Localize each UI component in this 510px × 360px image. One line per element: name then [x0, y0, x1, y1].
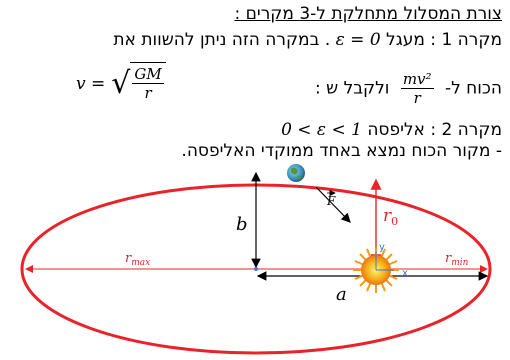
force-text-b: ולקבל ש : — [314, 78, 390, 99]
force-vector — [315, 186, 351, 223]
case1-condition: ε = 0 — [335, 30, 381, 50]
force-text-a: הכוח ל- — [444, 78, 502, 99]
sqrt-numerator: GM — [132, 65, 164, 84]
sqrt-fraction: GM r — [132, 65, 164, 102]
case1-prefix: מקרה 1 : מעגל — [386, 30, 502, 50]
mv2-denominator: r — [413, 89, 421, 107]
sqrt-sign-icon: √ — [111, 66, 131, 101]
center-dot — [254, 267, 258, 271]
label-rmax: rmax — [125, 251, 150, 268]
label-r0: r0 — [383, 206, 398, 228]
focus-axes — [375, 252, 394, 271]
case1-line: מקרה 1 : מעגל ε = 0 . במקרה הזה ניתן להש… — [113, 30, 502, 50]
mv2-numerator: mv² — [400, 70, 434, 89]
label-rmin: rmin — [445, 251, 469, 268]
mv2-fraction: mv² r — [400, 70, 434, 107]
label-a: a — [336, 284, 347, 305]
sqrt-body: GM r — [130, 62, 166, 106]
label-b: b — [236, 214, 248, 235]
label-y-axis: y — [379, 242, 385, 253]
sqrt-denominator: r — [144, 84, 152, 102]
label-x-axis: x — [402, 268, 408, 279]
sqrt-expression: √ GM r — [111, 62, 166, 106]
case2-text: מקרה 2 : אליפסה — [367, 120, 502, 140]
case1-suffix: . במקרה הזה ניתן להשוות את — [113, 30, 331, 50]
case2-line: מקרה 2 : אליפסה 0 < ε < 1 — [281, 120, 502, 140]
label-F: F — [326, 194, 336, 208]
focus-note: - מקור הכוח נמצא באחד ממוקדי האליפסה. — [181, 141, 502, 161]
page-title: צורת המסלול מתחלקת ל-3 מקרים : — [234, 4, 502, 24]
force-line: הכוח ל- mv² r ולקבל ש : — [315, 70, 502, 107]
velocity-lhs: v = — [76, 74, 106, 94]
velocity-equation: v = √ GM r — [76, 54, 166, 114]
case2-condition: 0 < ε < 1 — [281, 120, 362, 140]
earth-icon — [287, 164, 305, 182]
